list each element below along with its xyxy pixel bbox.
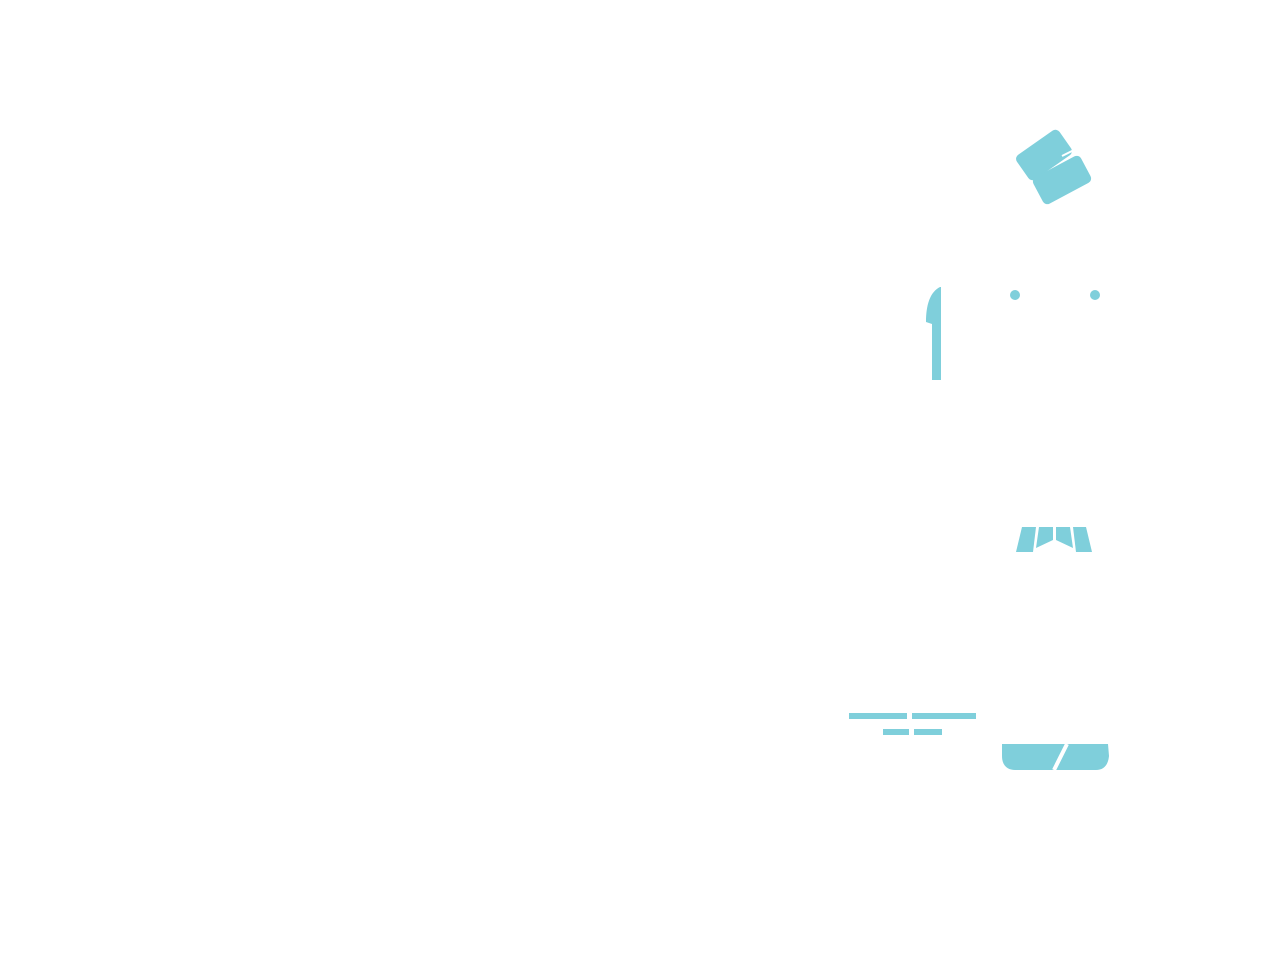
- place-dot-left: [1010, 290, 1020, 300]
- tray-top-right-bar: [912, 713, 976, 719]
- lampshade-center-right-panel: [1056, 527, 1073, 548]
- lampshade-icon: [1016, 522, 1092, 552]
- tray-bottom-right-bar: [914, 729, 942, 735]
- tray-bottom-left-bar: [883, 729, 909, 735]
- place-dot-right: [1090, 290, 1100, 300]
- ticket-stub-back: [1016, 129, 1072, 181]
- lampshade-right-panel: [1073, 527, 1092, 552]
- ticket-perforation: [1039, 123, 1079, 157]
- ticket-stubs-icon: [1016, 123, 1092, 205]
- serving-tray-icon: [849, 713, 976, 735]
- table-setting-icon: [926, 287, 1100, 380]
- lampshade-left-panel: [1016, 527, 1036, 552]
- lampshade-center-left-panel: [1036, 527, 1053, 548]
- dish-bowl-shape: [1002, 744, 1109, 770]
- ticket-stub-front: [1032, 155, 1092, 205]
- tray-top-left-bar: [849, 713, 907, 719]
- lampshade-fringe: [1024, 522, 1086, 527]
- utensil-handle: [926, 287, 941, 380]
- dish-bowl-slash: [1052, 743, 1069, 771]
- dish-bowl-icon: [1002, 743, 1109, 771]
